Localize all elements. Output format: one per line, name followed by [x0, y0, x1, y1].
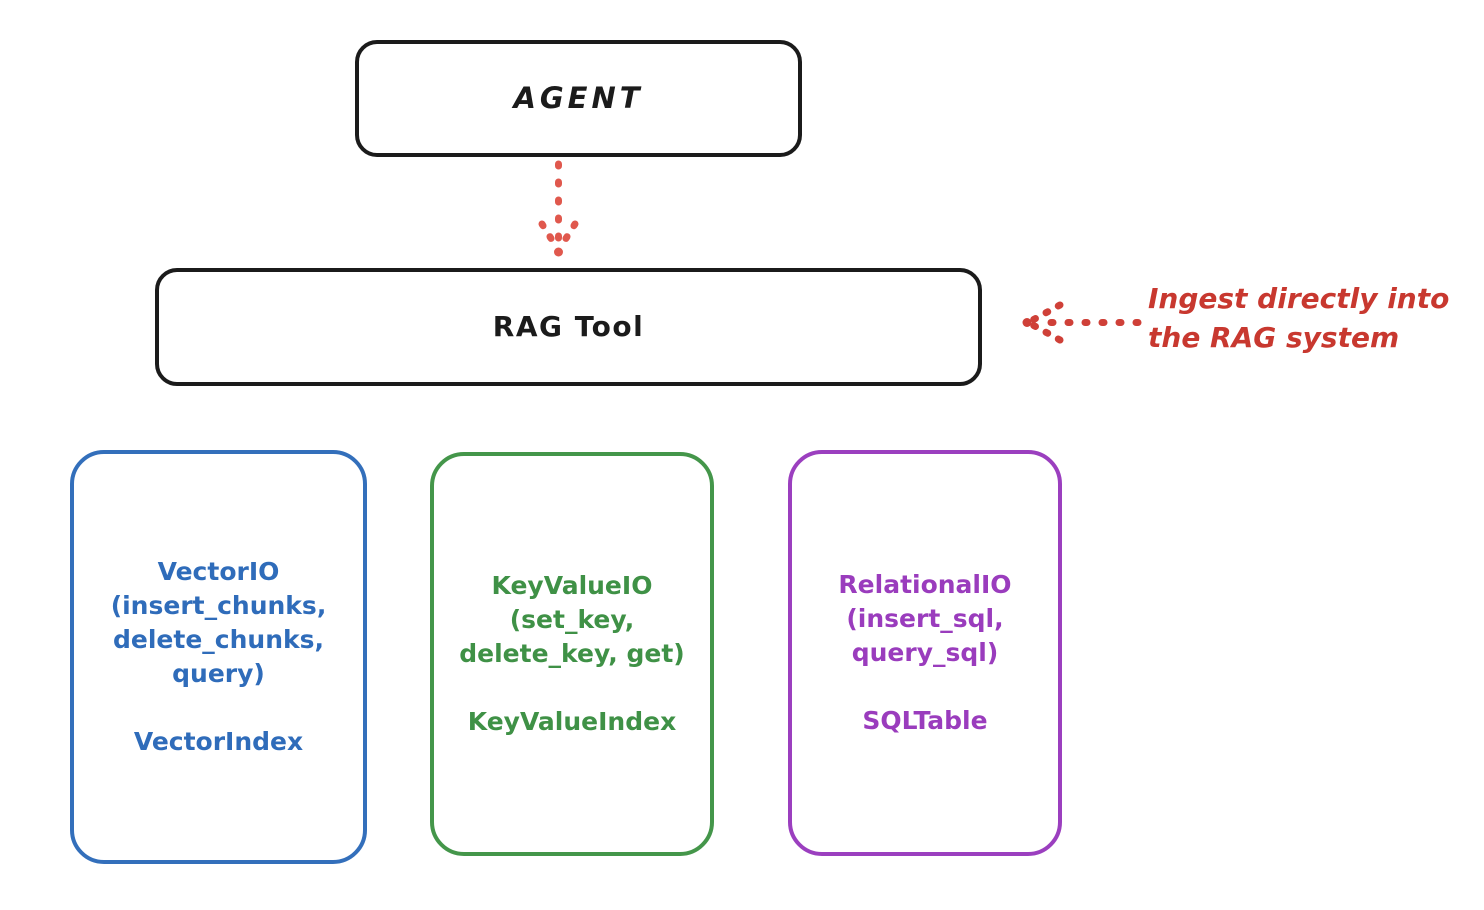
node-relational-io-label: RelationalIO (insert_sql, query_sql) SQL…	[838, 570, 1012, 735]
node-relational-io[interactable]: RelationalIO (insert_sql, query_sql) SQL…	[788, 450, 1062, 856]
ingest-annotation-text: Ingest directly into the RAG system	[1148, 282, 1450, 354]
node-agent[interactable]: AGENT	[355, 40, 802, 157]
dotted-down-arrow-icon	[538, 160, 579, 257]
node-rag-tool[interactable]: RAG Tool	[155, 268, 982, 386]
dotted-left-arrow-icon	[1022, 301, 1142, 344]
node-rag-tool-label: RAG Tool	[492, 309, 645, 343]
node-vector-io-label: VectorIO (insert_chunks, delete_chunks, …	[110, 557, 327, 756]
node-key-value-io-label: KeyValueIO (set_key, delete_key, get) Ke…	[459, 571, 685, 736]
node-vector-io[interactable]: VectorIO (insert_chunks, delete_chunks, …	[70, 450, 367, 864]
node-agent-label: AGENT	[513, 81, 644, 116]
node-key-value-io[interactable]: KeyValueIO (set_key, delete_key, get) Ke…	[430, 452, 714, 856]
